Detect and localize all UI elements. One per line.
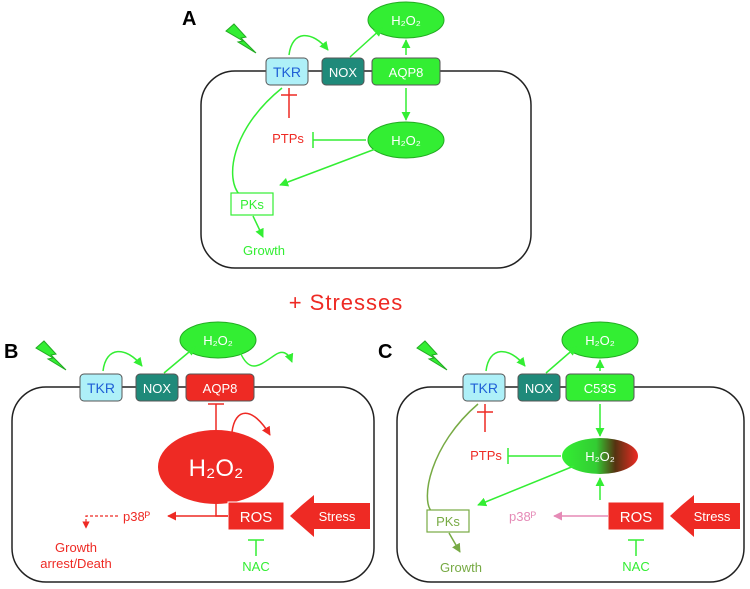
panel-b-signal-bolt-icon [35, 340, 67, 371]
panel-b-nox-to-h2o2-arrow [163, 346, 196, 374]
panel-c-tkr-label: TKR [470, 380, 498, 396]
panel-a-ptps-label: PTPs [272, 131, 304, 146]
panel-b-p38-label: p38ᴾ [123, 509, 151, 524]
panel-a-pks-label: PKs [240, 197, 264, 212]
panel-c-h2o2-to-pks-arrow [477, 465, 575, 507]
panel-c-ptps-label: PTPs [470, 448, 502, 463]
panel-b-nox-box [135, 373, 179, 402]
panel-a-nox-to-h2o2-arrow [349, 27, 383, 58]
panel-a-growth-label: Growth [243, 243, 285, 258]
panel-b-tkr-label: TKR [87, 380, 115, 396]
panel-b-ros-box [227, 501, 285, 531]
panel-c-letter: C [378, 341, 392, 363]
panel-a-h2o2-outside [367, 1, 445, 39]
panel-c-nac-inhibit-ros [628, 539, 644, 556]
panel-b-tkr-box [79, 373, 123, 402]
panel-b-h2o2-feedback-arrow [231, 412, 271, 436]
panel-a-letter: A [182, 8, 196, 30]
panel-c-nox-label: NOX [525, 381, 554, 396]
panel-b-growth-arrest-line1: Growth [55, 540, 97, 555]
panel-c-ros-label: ROS [620, 509, 653, 526]
panel-a-tkr-to-nox-arrow [288, 34, 329, 56]
panel-b-stress-arrow [290, 495, 370, 537]
panel-c-stress-label: Stress [694, 509, 731, 524]
panel-c-nox-box [517, 373, 561, 402]
panel-c-tkr-to-pks-path [426, 403, 479, 513]
stresses-label: + Stresses [289, 290, 404, 315]
panel-a: A TKR NOX AQP8 H₂O₂ H₂O₂ PTPs PKs Growth [182, 1, 532, 269]
panel-c-p38-label: p38ᴾ [509, 509, 537, 524]
panel-b-tkr-to-nox-arrow [102, 350, 143, 372]
panel-c-nac-label: NAC [622, 559, 649, 574]
panel-a-h2o2-inside [367, 121, 445, 159]
panel-a-pks-box [230, 192, 274, 216]
panel-b-h2o2-inside [158, 430, 274, 504]
panel-a-tkr-to-pks-path [231, 87, 283, 196]
panel-b-h2o2-outside-label: H₂O₂ [203, 333, 233, 348]
panel-c-h2o2-inside-label: H₂O₂ [585, 449, 615, 464]
panel-c-pks-to-growth-arrow [448, 532, 461, 553]
panel-a-aqp8-box [371, 57, 441, 86]
panel-b-h2o2-inside-label: H₂O₂ [189, 455, 244, 482]
panel-c-cell [396, 386, 745, 583]
panel-a-signal-bolt-icon [225, 23, 257, 54]
panel-c-pks-box [426, 509, 470, 533]
panel-c-ros-box [607, 501, 665, 531]
panel-a-h2o2-inside-label: H₂O₂ [391, 133, 421, 148]
panel-a-ptps-inhibit-tkr [281, 88, 297, 118]
panel-a-cell [200, 70, 532, 269]
panel-b-aqp8-box [185, 373, 255, 402]
panel-c-signal-bolt-icon [416, 340, 448, 371]
panel-b-h2o2-inhibit-aqp8 [208, 403, 224, 430]
panel-a-nox-label: NOX [329, 65, 358, 80]
panel-c-h2o2-inside [562, 438, 638, 474]
panel-b-letter: B [4, 341, 18, 363]
panel-b-stress-label: Stress [319, 509, 356, 524]
panel-a-h2o2-outside-label: H₂O₂ [391, 13, 421, 28]
panel-c-h2o2-inhibit-ptps [507, 448, 561, 464]
panel-c-pks-label: PKs [436, 514, 460, 529]
panel-b-aqp8-label: AQP8 [203, 381, 238, 396]
panel-c-nox-to-h2o2-arrow [545, 346, 577, 374]
panel-c-h2o2-outside-label: H₂O₂ [585, 333, 615, 348]
panel-b-nac-label: NAC [242, 559, 269, 574]
panel-b-ros-h2o2-link [215, 504, 228, 517]
panel-a-tkr-label: TKR [273, 64, 301, 80]
panel-c: C TKR NOX C53S H₂O₂ H₂O₂ PTPs PKs Growth… [378, 321, 745, 583]
panel-c-tkr-to-nox-arrow [485, 350, 526, 372]
panel-b: B TKR NOX AQP8 H₂O₂ H₂O₂ ROS Stress p38ᴾ… [4, 321, 375, 583]
panel-b-nox-label: NOX [143, 381, 172, 396]
panel-a-h2o2-inhibit-ptps [312, 132, 366, 148]
panel-a-tkr-box [265, 57, 309, 86]
panel-c-tkr-box [462, 373, 506, 402]
panel-a-aqp8-label: AQP8 [389, 65, 424, 80]
panel-b-h2o2-blocked-arrow [239, 351, 294, 367]
panel-a-pks-to-growth-arrow [252, 215, 264, 238]
panel-b-p38-to-growth-arrest-arrow [82, 515, 118, 529]
panel-c-ptps-inhibit-tkr [477, 404, 493, 432]
panel-c-stress-arrow [670, 495, 740, 537]
panel-b-h2o2-outside [179, 321, 257, 359]
panel-a-nox-box [321, 57, 365, 86]
panel-c-c53s-label: C53S [584, 381, 617, 396]
panel-b-growth-arrest-line2: arrest/Death [40, 556, 112, 571]
panel-a-h2o2-to-pks-arrow [279, 147, 379, 187]
panel-c-growth-label: Growth [440, 560, 482, 575]
panel-b-nac-inhibit-ros [248, 539, 264, 556]
panel-c-h2o2-outside [561, 321, 639, 359]
panel-c-c53s-box [565, 373, 635, 402]
panel-b-ros-label: ROS [240, 509, 273, 526]
